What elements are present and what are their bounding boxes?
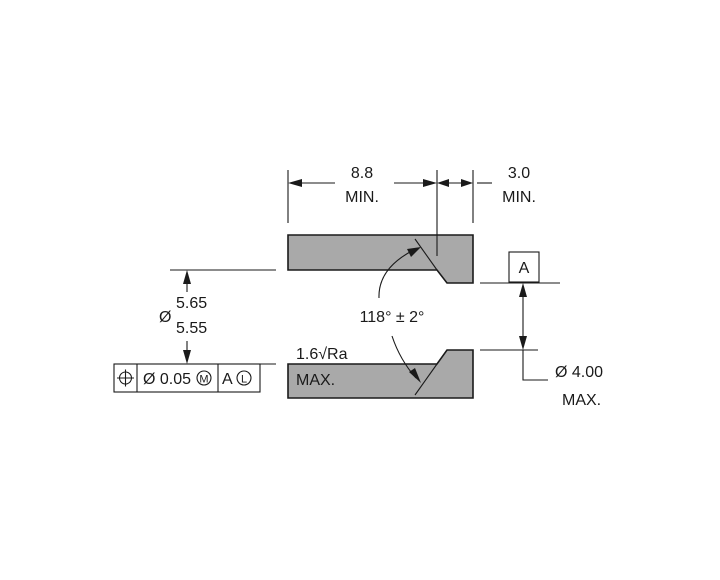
outer-diameter-dimension: Ø 5.65 5.55: [159, 269, 276, 365]
cone-line-upper: [414, 238, 438, 271]
bore-dia-value: Ø 4.00: [555, 364, 603, 381]
outer-dia-upper: 5.65: [176, 295, 207, 312]
length-value: 8.8: [351, 165, 373, 182]
datum-feature: A: [480, 251, 560, 351]
counterbore-arrow-left: [437, 179, 449, 187]
length-arrow-right: [423, 179, 437, 187]
bore-diameter-dimension: Ø 4.00 MAX.: [519, 283, 603, 409]
counterbore-note: MIN.: [502, 189, 536, 206]
feature-control-frame: Ø 0.05 M A L: [113, 363, 261, 393]
datum-label: A: [519, 260, 530, 277]
angle-arrow-top: [407, 247, 421, 257]
length-arrow-left: [288, 179, 302, 187]
svg-text:1.6√Ra: 1.6√Ra: [296, 346, 348, 363]
length-note: MIN.: [345, 189, 379, 206]
counterbore-arrow-right: [461, 179, 473, 187]
surface-finish-unit: Ra: [327, 346, 348, 363]
fcf-tolerance: Ø 0.05: [143, 371, 191, 388]
outer-dia-lower: 5.55: [176, 320, 207, 337]
outer-dia-arrow-top: [183, 270, 191, 284]
counterbore-dimension: 3.0 MIN.: [437, 165, 536, 206]
angle-arrow-bottom: [409, 368, 421, 383]
surface-finish-symbol: √: [318, 346, 327, 363]
bore-dia-arrow-bottom: [519, 336, 527, 350]
angle-dimension: 118° ± 2°: [360, 238, 438, 396]
fcf-datum: A: [222, 371, 233, 388]
surface-finish: 1.6√Ra MAX.: [296, 346, 348, 389]
counterbore-value: 3.0: [508, 165, 530, 182]
angle-value: 118° ± 2°: [360, 309, 425, 326]
outer-dia-arrow-bottom: [183, 350, 191, 364]
length-dimension: 8.8 MIN.: [288, 165, 437, 206]
lmc-modifier-icon: [236, 370, 252, 386]
surface-finish-note: MAX.: [296, 372, 335, 389]
cone-line-lower: [414, 363, 438, 396]
bore-dia-arrow-top: [519, 283, 527, 297]
fcf-datum-modifier: L: [241, 374, 247, 386]
mmc-modifier-icon: [196, 370, 212, 386]
position-icon: [117, 369, 134, 387]
outer-dia-symbol: Ø: [159, 309, 171, 326]
surface-finish-value: 1.6: [296, 346, 318, 363]
bore-dia-note: MAX.: [562, 392, 601, 409]
part-upper-wall: [287, 234, 474, 284]
fcf-material-modifier: M: [199, 374, 208, 386]
